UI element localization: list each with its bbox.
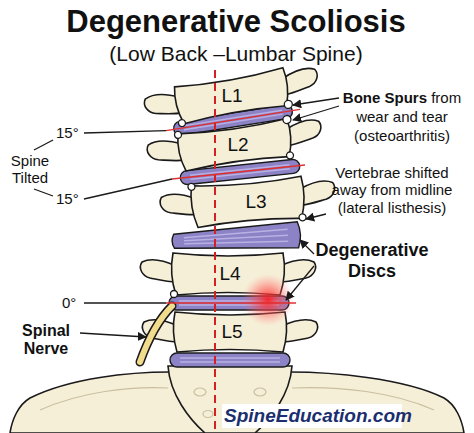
sacral-hole <box>194 388 206 396</box>
sacral-hole <box>254 388 266 396</box>
callout-block: Bone Spursfrom wear and tear (osteoarthr… <box>336 88 468 146</box>
leader-arrow <box>293 106 339 120</box>
vertebral-body <box>173 67 291 124</box>
disc-stripe <box>180 358 280 362</box>
disc <box>171 222 301 255</box>
angle-leader <box>84 302 166 303</box>
tilt-line <box>172 165 305 179</box>
vertebra-label: L2 <box>218 134 258 156</box>
leader-arrow <box>300 240 314 254</box>
disc-stripe <box>184 229 288 246</box>
bone-spur <box>299 214 307 222</box>
angle-value: 15° <box>56 124 86 141</box>
disc-l3-l4 <box>171 222 301 255</box>
vertebra-label: L4 <box>210 263 250 285</box>
leader-arrow <box>286 266 314 300</box>
vertebra-label: L5 <box>212 321 252 343</box>
leader-arrow <box>80 333 146 337</box>
disc <box>170 353 290 367</box>
callout-text: Spine Tilted <box>4 152 56 187</box>
sacral-hole <box>203 411 213 418</box>
vertebral-body <box>190 176 306 228</box>
tilt-line <box>166 109 300 130</box>
callout-heading: Degenerative Discs <box>310 240 434 281</box>
angle-leader <box>84 131 166 133</box>
spinal-nerve-fill <box>140 306 172 362</box>
bone-spur <box>188 183 196 191</box>
callout-heading: Bone Spurs <box>343 89 427 106</box>
bone-spur <box>284 100 293 109</box>
subtitle: (Low Back –Lumbar Spine) <box>0 42 473 66</box>
bone-spur <box>282 115 291 124</box>
vertebra-label: L1 <box>212 85 252 107</box>
leader-arrow <box>306 214 326 219</box>
vertebra-label: L3 <box>236 191 276 213</box>
angle-leader <box>84 179 172 199</box>
watermark: SpineEducation.com <box>222 404 402 428</box>
bone-spur <box>171 291 178 298</box>
transverse-process <box>140 260 176 282</box>
vertebra <box>159 171 338 233</box>
angle-leader <box>34 189 53 196</box>
bone-spur <box>178 119 186 127</box>
bone-spur <box>286 151 294 159</box>
vertebra <box>142 312 317 352</box>
angle-value: 15° <box>56 190 86 207</box>
callout-text: Vertebrae shifted away from midline (lat… <box>316 164 468 216</box>
spinal-nerve <box>140 306 172 362</box>
angle-leader <box>34 140 53 150</box>
callout-heading: Spinal Nerve <box>14 322 78 359</box>
disc-l5-s1 <box>170 353 290 367</box>
leader-arrow <box>293 98 339 105</box>
title: Degenerative Scoliosis <box>0 4 473 40</box>
bone-spur <box>174 131 182 139</box>
tilt-line <box>166 302 296 303</box>
angle-value: 0° <box>62 294 86 311</box>
midline <box>214 70 216 433</box>
vertebra <box>142 62 322 133</box>
vertebra <box>145 111 324 178</box>
